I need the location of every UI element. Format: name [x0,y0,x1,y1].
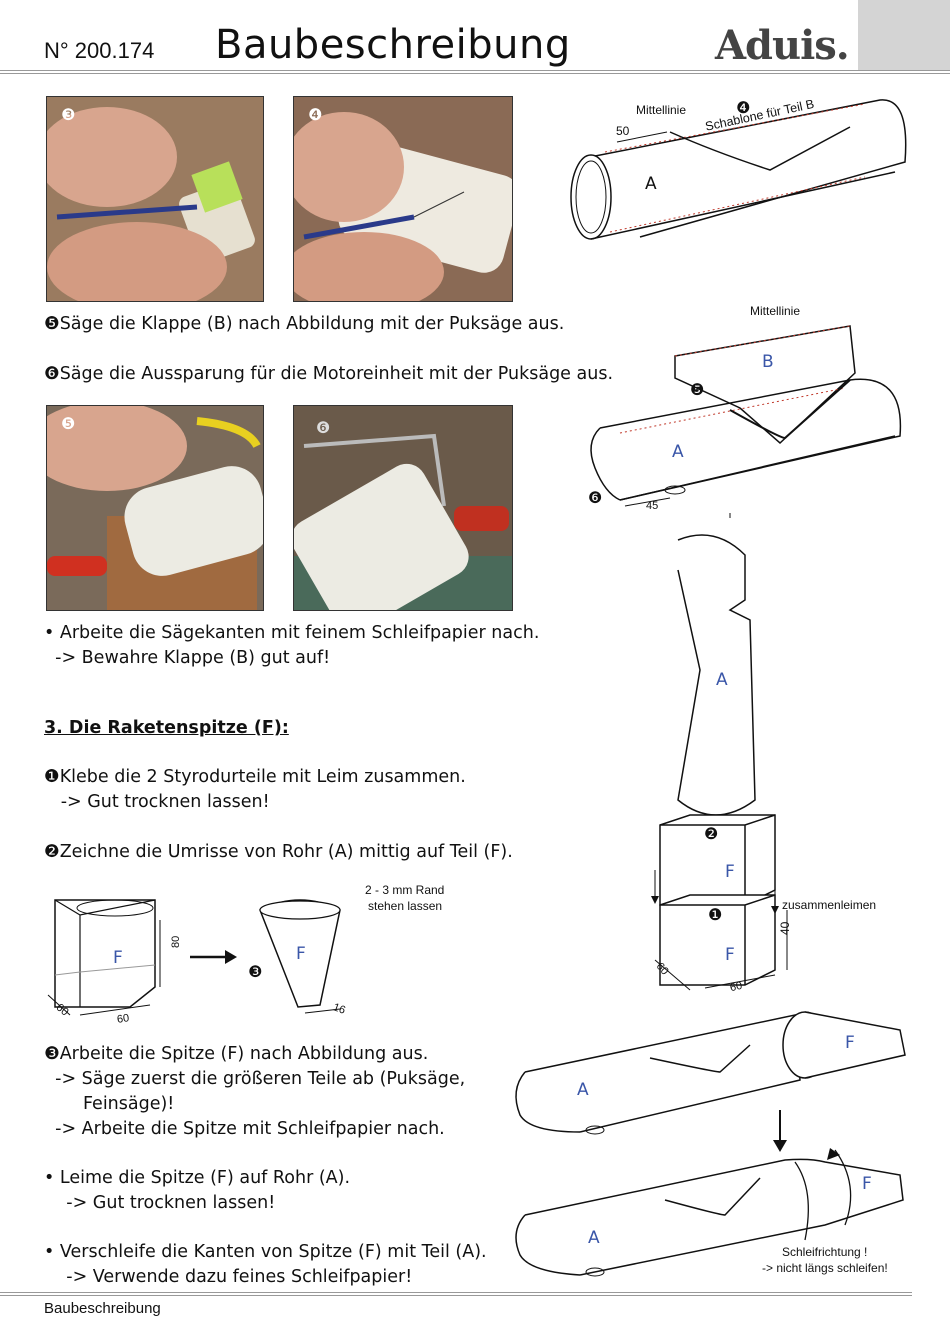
page-title: Baubeschreibung [215,22,571,68]
instruction-bullet-3-note: -> Verwende dazu feines Schleifpapier! [44,1267,413,1287]
footer-divider-2 [0,1295,912,1296]
part-label-b: B [762,352,774,372]
label-nicht-laengs: -> nicht längs schleifen! [762,1261,888,1275]
label-dim-60b: 60 [728,979,744,995]
part-label-a: A [645,174,657,194]
badge-step-1: ❶ [708,905,723,924]
label-rand-1: 2 - 3 mm Rand [365,883,445,897]
label-mittellinie-1: Mittellinie [636,103,687,117]
brand-logo: Aduis. [715,22,850,69]
instruction-step-6: ❻Säge die Aussparung für die Motoreinhei… [44,364,614,384]
photo-badge: ❻ [316,418,331,437]
badge-step-5: ❺ [690,380,705,399]
part-label-f: F [296,944,306,964]
label-dim-40: 40 [778,921,792,935]
instruction-step-5: ❺Säge die Klappe (B) nach Abbildung mit … [44,314,565,334]
part-label-f: F [725,945,735,965]
photo-badge: ❸ [61,105,76,124]
label-schleifrichtung: Schleifrichtung ! [782,1245,868,1259]
part-label-f: F [113,948,123,968]
instruction-f-step-1-note: -> Gut trocknen lassen! [44,792,270,812]
part-label-a: A [588,1228,600,1248]
part-label-a: A [716,670,728,690]
photo-step-6: ❻ [293,405,513,611]
photo-step-5-illustration [47,406,263,610]
badge-step-3: ❸ [248,962,263,981]
instruction-bullet-2: • Leime die Spitze (F) auf Rohr (A). [44,1168,351,1188]
photo-badge: ❹ [308,105,323,124]
instruction-bullet-1-note: -> Bewahre Klappe (B) gut auf! [44,648,331,668]
part-label-f: F [845,1033,855,1053]
instruction-f-step-1: ❶Klebe die 2 Styrodurteile mit Leim zusa… [44,767,466,787]
instruction-f-step-3: ❸Arbeite die Spitze (F) nach Abbildung a… [44,1044,429,1064]
footer-divider [0,1292,912,1293]
label-dim-45: 45 [646,500,659,512]
instruction-bullet-2-note: -> Gut trocknen lassen! [44,1193,276,1213]
part-label-f: F [725,862,735,882]
instruction-f-step-2: ❷Zeichne die Umrisse von Rohr (A) mittig… [44,842,513,862]
diagram-tube-with-cone [515,1011,906,1277]
footer-label: Baubeschreibung [44,1300,161,1317]
badge-step-2: ❷ [704,824,719,843]
instruction-f-step-3-note-2: Feinsäge)! [44,1094,175,1114]
badge-step-6: ❻ [588,488,603,507]
label-rand-2: stehen lassen [368,899,443,913]
diagram-tube-on-blocks [651,534,788,991]
diagram-tube-template [570,99,907,240]
photo-step-3: ❸ [46,96,264,302]
instruction-bullet-1: • Arbeite die Sägekanten mit feinem Schl… [44,623,540,643]
header-grey-box [858,0,950,70]
label-dim-60d: 60 [116,1012,131,1026]
instruction-bullet-3: • Verschleife die Kanten von Spitze (F) … [44,1242,487,1262]
part-label-f: F [862,1174,872,1194]
part-label-a: A [577,1080,589,1100]
label-dim-80: 80 [170,935,182,948]
label-dim-50: 50 [616,124,630,138]
photo-step-3-illustration [47,97,263,301]
diagram-tube-cut [590,325,902,518]
photo-badge: ❺ [61,414,76,433]
document-number: N° 200.174 [44,38,155,63]
photo-step-4: ❹ [293,96,513,302]
section-heading: 3. Die Raketenspitze (F): [44,718,289,738]
badge-step-4: ❹ [736,98,751,117]
label-zusammenleimen: zusammenleimen [782,898,877,912]
part-label-a: A [672,442,684,462]
header-divider [0,70,950,71]
header-divider-2 [0,73,950,74]
photo-step-6-illustration [294,406,512,610]
photo-step-5: ❺ [46,405,264,611]
diagram-block-to-cone [47,899,341,1016]
label-mittellinie-2: Mittellinie [750,304,801,318]
photo-step-4-illustration [294,97,512,301]
instruction-f-step-3-note-3: -> Arbeite die Spitze mit Schleifpapier … [44,1119,445,1139]
instruction-f-step-3-note-1: -> Säge zuerst die größeren Teile ab (Pu… [44,1069,466,1089]
